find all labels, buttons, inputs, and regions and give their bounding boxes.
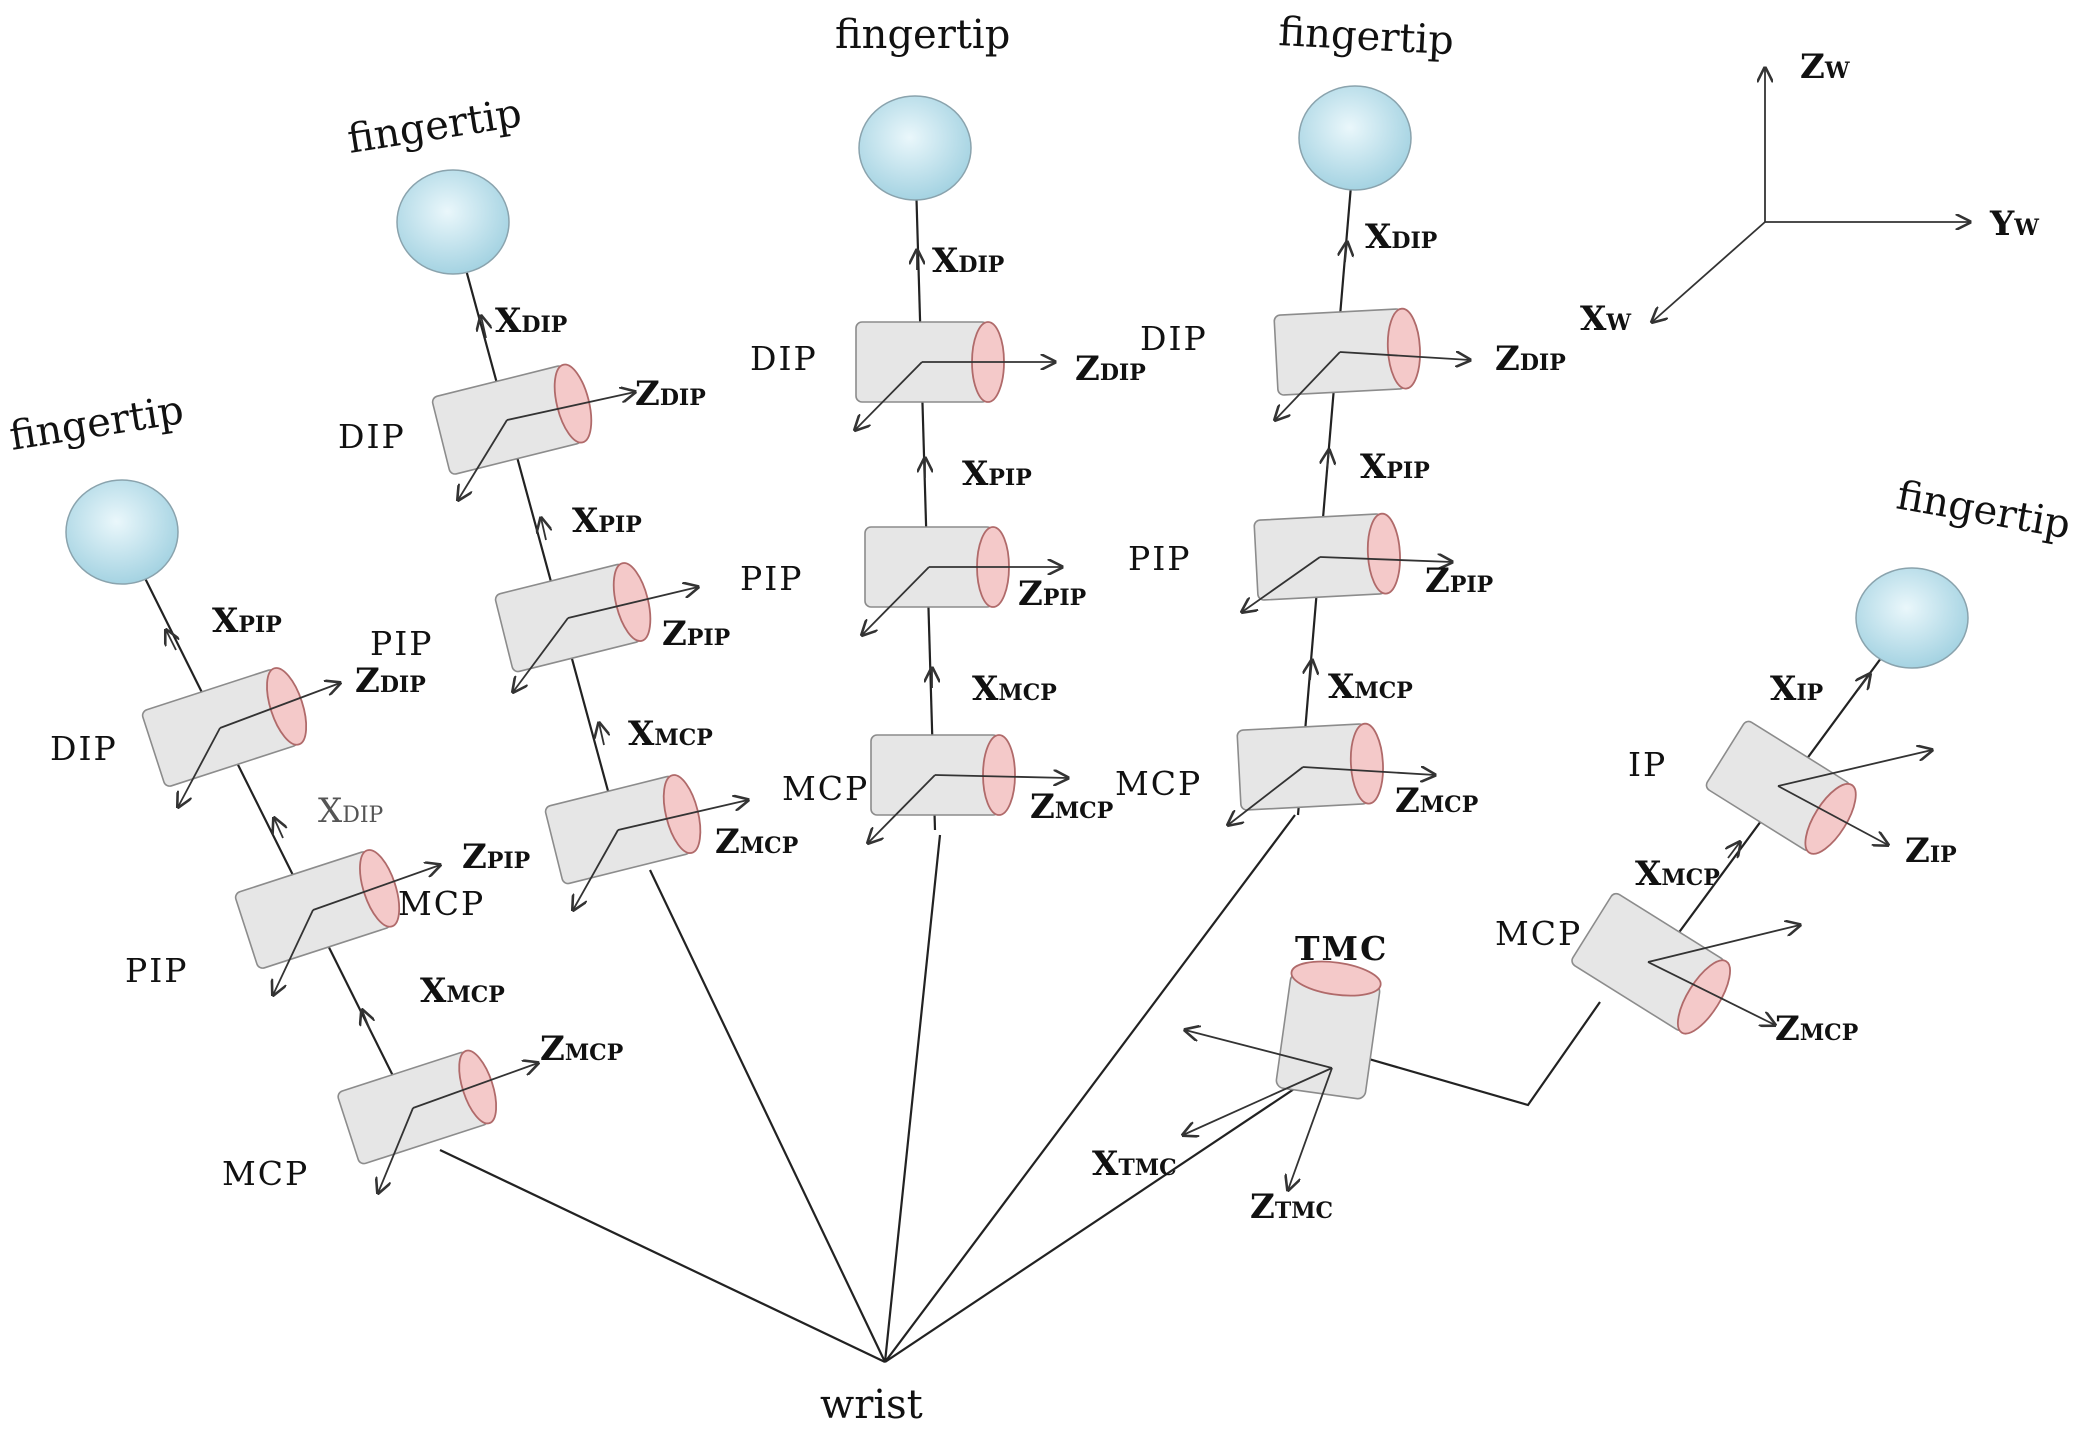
joint-label-dip-4: DIP	[1140, 319, 1208, 358]
joint-label-pip-1-upper: PIP	[370, 624, 433, 663]
axis-labels: XPIP ZDIP XDIP ZPIP XMCP ZMCP XDIP ZDIP …	[212, 47, 2039, 1227]
joint-label-dip-1: DIP	[50, 729, 118, 768]
axis-label-x-dip-2: XDIP	[495, 301, 567, 341]
joint-mcp-2	[544, 774, 748, 910]
joint-mcp-4	[1228, 722, 1435, 825]
axis-label-z-pip-3: ZPIP	[1018, 574, 1086, 614]
fingertip-labels: fingertip fingertip fingertip fingertip …	[6, 9, 2074, 548]
axis-label-z-pip-2: ZPIP	[662, 614, 730, 654]
joint-labels: DIP PIP MCP PIP MCP DIP PIP MCP DIP MCP …	[50, 319, 1667, 1193]
thumb	[1183, 567, 1969, 1190]
fingertip-1	[65, 479, 179, 585]
wrist-label: wrist	[820, 1382, 923, 1428]
axis-label-x-pip-3: XPIP	[962, 454, 1032, 494]
joint-pip-2	[494, 562, 698, 692]
axis-label-z-dip-3: ZDIP	[1075, 349, 1146, 389]
axis-label-x-pip-1: XPIP	[212, 601, 282, 641]
finger-3	[855, 95, 1068, 843]
fingertip-2	[396, 169, 510, 275]
finger-2	[396, 169, 748, 910]
fingertip-label-4: fingertip	[1277, 9, 1454, 64]
fingertip-3	[858, 95, 972, 201]
world-frame	[1652, 68, 1970, 322]
joint-dip-2	[431, 363, 635, 500]
fingertip-label-1: fingertip	[6, 387, 186, 460]
joint-mcp-1	[337, 1049, 538, 1193]
axis-label-z-dip-2: ZDIP	[635, 374, 706, 414]
axis-label-z-mcp-1: ZMCP	[540, 1029, 623, 1069]
joint-label-mcp-1-upper: MCP	[398, 884, 485, 923]
joint-label-pip-4: PIP	[1128, 539, 1191, 578]
joint-dip-4	[1274, 307, 1470, 420]
axis-label-x-tmc: XTMC	[1092, 1144, 1177, 1184]
joint-label-mcp-1: MCP	[222, 1154, 309, 1193]
axis-label-world-z: ZW	[1800, 47, 1850, 87]
wrist-bones	[439, 814, 1331, 1363]
axis-label-x-dip-4: XDIP	[1365, 217, 1437, 257]
fingertip-thumb	[1855, 567, 1969, 669]
fingertip-label-thumb: fingertip	[1893, 473, 2074, 549]
axis-label-x-pip-4: XPIP	[1360, 447, 1430, 487]
joint-pip-3	[862, 526, 1062, 635]
joint-label-ip: IP	[1628, 745, 1667, 784]
axis-label-z-dip-1: ZDIP	[355, 661, 426, 701]
finger-1	[65, 479, 538, 1193]
joint-ip-thumb	[1705, 720, 1932, 855]
axis-label-z-mcp-3: ZMCP	[1030, 787, 1113, 827]
joint-dip-3	[855, 321, 1055, 430]
joint-label-tmc: TMC	[1295, 929, 1388, 968]
axis-label-x-pip-2: XPIP	[572, 501, 642, 541]
joint-label-mcp-3: MCP	[1115, 764, 1202, 803]
joint-label-dip-2: DIP	[338, 417, 406, 456]
axis-label-x-mcp-2: XMCP	[628, 714, 713, 754]
axis-label-x-ip: XIP	[1770, 669, 1823, 709]
joint-pip-1	[234, 849, 440, 995]
axis-label-x-mcp-1: XMCP	[420, 971, 505, 1011]
joint-label-pip-2: PIP	[740, 559, 803, 598]
axis-label-z-pip-1: ZPIP	[462, 837, 530, 877]
axis-label-x-mcp-3: XMCP	[972, 669, 1057, 709]
axis-label-world-x: XW	[1580, 299, 1631, 339]
axis-label-z-mcp-4: ZMCP	[1395, 781, 1478, 821]
axis-label-world-y: YW	[1989, 204, 2039, 244]
fingertip-label-3: fingertip	[835, 12, 1010, 58]
axis-label-x-mcp-thumb: XMCP	[1635, 854, 1720, 894]
joint-label-dip-3: DIP	[750, 339, 818, 378]
axis-label-x-dip-1: XDIP	[318, 791, 384, 831]
joint-dip-1	[141, 667, 340, 807]
fingertip-label-2: fingertip	[344, 90, 524, 163]
joint-label-pip-1: PIP	[125, 951, 188, 990]
fingertip-4	[1298, 85, 1412, 191]
axis-label-z-ip: ZIP	[1905, 831, 1957, 871]
axis-label-x-dip-3: XDIP	[932, 241, 1004, 281]
joint-pip-4	[1242, 512, 1452, 612]
joint-mcp-thumb	[1571, 892, 1800, 1035]
joint-label-mcp-2: MCP	[782, 769, 869, 808]
axis-label-z-mcp-2: ZMCP	[715, 822, 798, 862]
axis-label-z-dip-4: ZDIP	[1495, 339, 1566, 379]
axis-label-x-mcp-4: XMCP	[1328, 667, 1413, 707]
axis-label-z-tmc: ZTMC	[1250, 1187, 1333, 1227]
joint-label-mcp-thumb: MCP	[1495, 914, 1582, 953]
joint-mcp-3	[868, 734, 1068, 843]
axis-label-z-mcp-thumb: ZMCP	[1775, 1009, 1858, 1049]
axis-label-z-pip-4: ZPIP	[1425, 561, 1493, 601]
finger-4	[1228, 85, 1470, 825]
joint-tmc	[1183, 960, 1382, 1190]
